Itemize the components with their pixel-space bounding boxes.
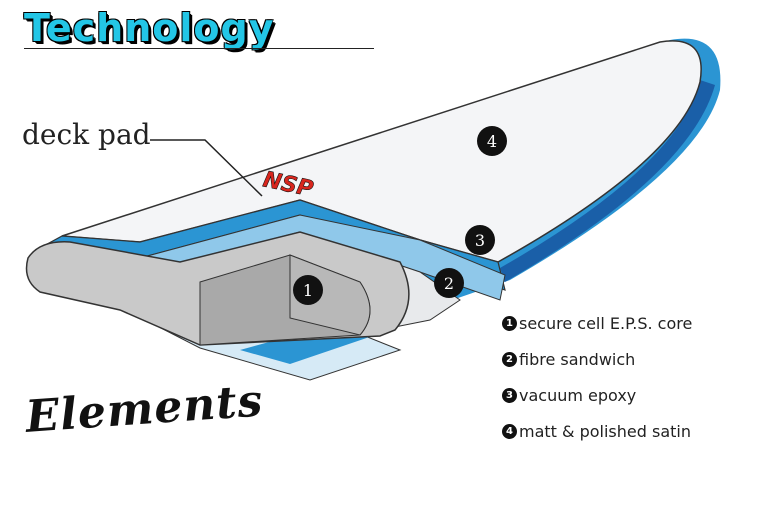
board-top-deck: [61, 40, 702, 263]
marker-3-label: 3: [475, 231, 485, 250]
marker-4: 4: [477, 126, 507, 156]
page-title: Technology: [24, 6, 275, 50]
marker-2: 2: [434, 268, 464, 298]
legend-item: 4 matt & polished satin: [502, 422, 692, 458]
marker-2-label: 2: [444, 274, 454, 293]
title-underline: [24, 48, 374, 49]
legend-text: matt & polished satin: [519, 422, 691, 441]
legend-number-icon: 4: [502, 424, 517, 439]
layer-legend: 1 secure cell E.P.S. core 2 fibre sandwi…: [502, 314, 692, 458]
core-cutout-face: [289, 254, 371, 336]
legend-number-icon: 3: [502, 388, 517, 403]
legend-text: vacuum epoxy: [519, 386, 637, 405]
marker-1-label: 1: [303, 281, 313, 300]
legend-item: 1 secure cell E.P.S. core: [502, 314, 692, 350]
deck-pad-label: deck pad: [22, 118, 151, 151]
deck-pad-leader-line: [150, 139, 263, 197]
legend-item: 3 vacuum epoxy: [502, 386, 692, 422]
marker-3: 3: [465, 225, 495, 255]
legend-number-icon: 2: [502, 352, 517, 367]
legend-item: 2 fibre sandwich: [502, 350, 692, 386]
marker-1: 1: [293, 275, 323, 305]
legend-number-icon: 1: [502, 316, 517, 331]
legend-text: fibre sandwich: [519, 350, 636, 369]
legend-text: secure cell E.P.S. core: [519, 314, 693, 333]
marker-4-label: 4: [487, 132, 497, 151]
